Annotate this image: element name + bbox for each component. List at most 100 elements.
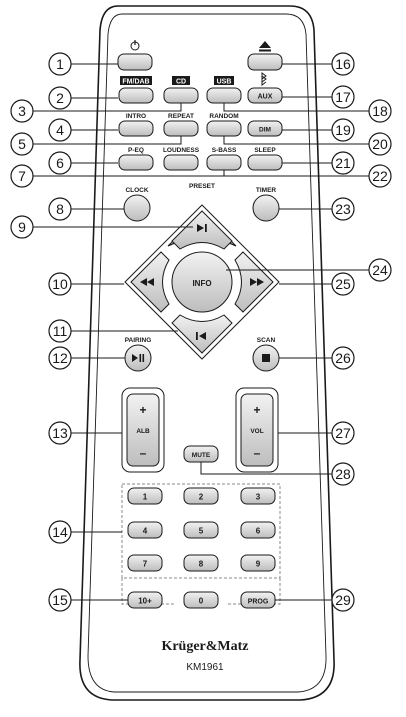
dpad-down-button[interactable] bbox=[171, 314, 233, 354]
cd-button[interactable] bbox=[163, 87, 199, 104]
callout-27-number: 27 bbox=[335, 425, 351, 441]
key-9-label: 9 bbox=[256, 560, 261, 569]
callout-2-number: 2 bbox=[56, 90, 64, 106]
key-2-button[interactable] bbox=[183, 487, 219, 505]
aux-label: AUX bbox=[258, 94, 273, 101]
dim-button[interactable] bbox=[247, 120, 283, 137]
intro-label: INTRO bbox=[126, 113, 146, 120]
callout-18-leader bbox=[223, 103, 380, 112]
loudness-button[interactable] bbox=[163, 154, 199, 171]
key-0-label: 0 bbox=[199, 597, 204, 606]
key-6-button[interactable] bbox=[240, 521, 276, 539]
sleep-button[interactable] bbox=[247, 154, 283, 171]
callout-3-number: 3 bbox=[18, 103, 26, 119]
eject-button[interactable] bbox=[247, 53, 283, 71]
random-label: RANDOM bbox=[209, 113, 238, 120]
skip-prev-icon bbox=[196, 332, 206, 340]
key-6-label: 6 bbox=[256, 527, 261, 536]
cd-label: CD bbox=[176, 79, 186, 86]
callout-21-circle bbox=[331, 151, 355, 175]
callout-10-circle bbox=[48, 272, 72, 296]
usb-label-box bbox=[214, 76, 234, 85]
callout-8-number: 8 bbox=[56, 201, 64, 217]
callout-22-circle bbox=[368, 164, 392, 188]
clock-label: CLOCK bbox=[125, 187, 148, 194]
alb-rocker[interactable] bbox=[126, 393, 160, 467]
callout-3-leader bbox=[22, 103, 182, 112]
callout-17-number: 17 bbox=[335, 89, 351, 105]
callout-5-number: 5 bbox=[18, 136, 26, 152]
p-eq-button[interactable] bbox=[118, 154, 154, 171]
callout-23-circle bbox=[331, 197, 355, 221]
aux-button[interactable] bbox=[247, 87, 283, 104]
vol-label: VOL bbox=[250, 428, 263, 435]
repeat-button[interactable] bbox=[163, 120, 199, 137]
callout-18-circle bbox=[368, 99, 392, 123]
fm-dab-button[interactable] bbox=[118, 87, 154, 104]
callout-5-leader bbox=[22, 136, 182, 145]
callout-13-circle bbox=[48, 421, 72, 445]
remote-body-inner bbox=[87, 13, 327, 693]
callout-28-circle bbox=[331, 462, 355, 486]
intro-button[interactable] bbox=[118, 120, 154, 137]
key-8-button[interactable] bbox=[183, 554, 219, 572]
timer-button[interactable] bbox=[252, 194, 280, 222]
alb-minus: – bbox=[140, 446, 147, 460]
callout-23-number: 23 bbox=[335, 201, 351, 217]
model-number: KM1961 bbox=[186, 662, 224, 673]
callout-16-number: 16 bbox=[335, 56, 351, 72]
callout-17-circle bbox=[331, 85, 355, 109]
key-1-button[interactable] bbox=[127, 487, 163, 505]
usb-button[interactable] bbox=[206, 87, 242, 104]
callout-15-number: 15 bbox=[52, 592, 68, 608]
callout-4-number: 4 bbox=[56, 122, 64, 138]
sleep-label: SLEEP bbox=[254, 147, 276, 154]
vol-minus: – bbox=[254, 446, 261, 460]
key-7-button[interactable] bbox=[127, 554, 163, 572]
power-button[interactable] bbox=[117, 53, 153, 71]
key-4-label: 4 bbox=[143, 527, 148, 536]
key-3-button[interactable] bbox=[240, 487, 276, 505]
fast-forward-icon bbox=[250, 278, 264, 286]
s-bass-button[interactable] bbox=[206, 154, 242, 171]
callout-5-circle bbox=[10, 132, 34, 156]
callout-12-circle bbox=[48, 346, 72, 370]
callout-25-circle bbox=[331, 272, 355, 296]
key-9-button[interactable] bbox=[240, 554, 276, 572]
timer-label: TIMER bbox=[256, 187, 277, 194]
bluetooth-icon bbox=[261, 72, 267, 86]
callout-9-number: 9 bbox=[18, 219, 26, 235]
key-4-button[interactable] bbox=[127, 521, 163, 539]
usb-label: USB bbox=[217, 79, 232, 86]
cd-label-box bbox=[172, 76, 190, 85]
key-0-button[interactable] bbox=[183, 591, 219, 609]
repeat-label: REPEAT bbox=[168, 113, 194, 120]
brand-logo: Krüger&Matz bbox=[161, 639, 248, 654]
alb-plus: + bbox=[139, 403, 146, 417]
callout-21-number: 21 bbox=[335, 155, 351, 171]
key-8-label: 8 bbox=[199, 560, 204, 569]
callout-20-leader bbox=[223, 136, 380, 145]
stop-icon bbox=[262, 354, 270, 362]
callout-19-circle bbox=[331, 118, 355, 142]
s-bass-label: S-BASS bbox=[212, 147, 237, 154]
play-pause-icon bbox=[132, 354, 145, 362]
loudness-label: LOUDNESS bbox=[163, 147, 200, 154]
vol-rocker[interactable] bbox=[240, 393, 274, 467]
info-button[interactable] bbox=[171, 251, 233, 313]
p-eq-label: P-EQ bbox=[128, 147, 144, 154]
callout-28-leader bbox=[200, 462, 343, 475]
callout-11-circle bbox=[48, 319, 72, 343]
keypad-frame bbox=[121, 483, 281, 579]
clock-button[interactable] bbox=[123, 194, 151, 222]
key-5-button[interactable] bbox=[183, 521, 219, 539]
random-button[interactable] bbox=[206, 120, 242, 137]
callout-29-circle bbox=[331, 588, 355, 612]
callout-2-circle bbox=[48, 86, 72, 110]
callout-25-number: 25 bbox=[335, 276, 351, 292]
skip-next-icon bbox=[197, 224, 207, 232]
callout-10-number: 10 bbox=[52, 276, 68, 292]
vol-plus: + bbox=[253, 403, 260, 417]
callout-6-number: 6 bbox=[56, 155, 64, 171]
